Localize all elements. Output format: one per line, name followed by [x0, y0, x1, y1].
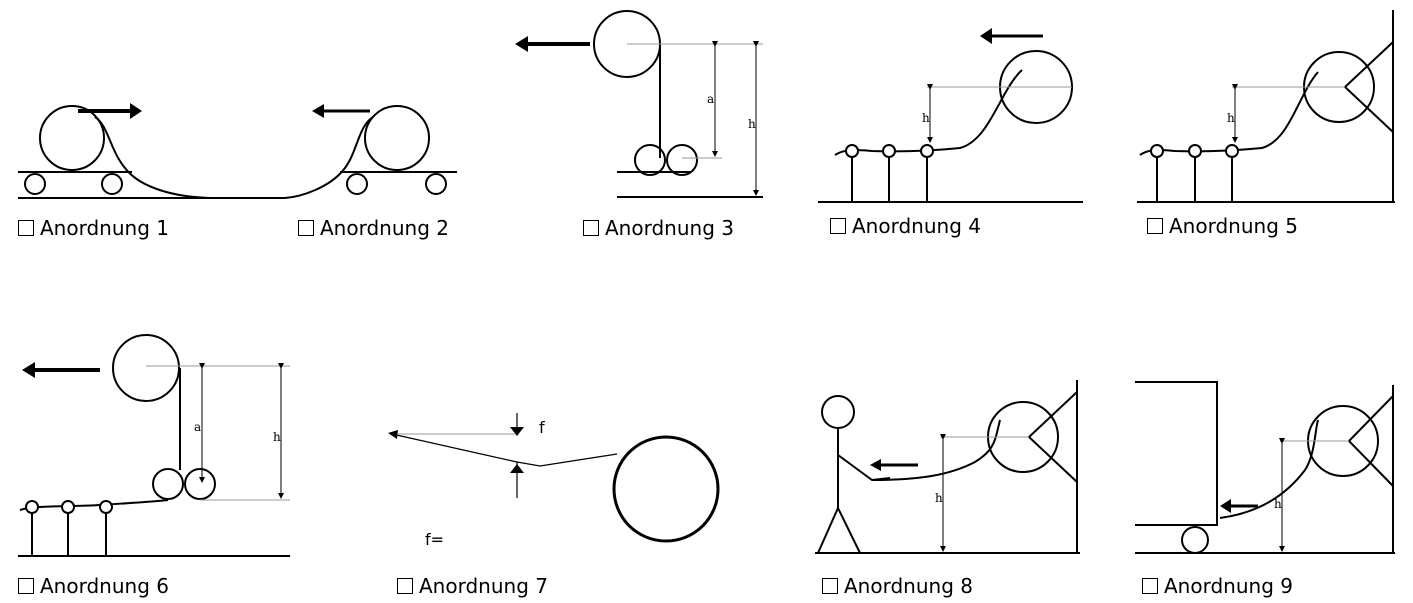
dimension-label-h: h [748, 117, 756, 131]
option-label: Anordnung 9 [1164, 574, 1293, 598]
figure-anordnung-2 [284, 104, 457, 199]
option-anordnung-1[interactable]: Anordnung 1 [18, 215, 169, 241]
option-label: Anordnung 1 [40, 216, 169, 240]
option-label: Anordnung 6 [40, 574, 169, 598]
option-anordnung-5[interactable]: Anordnung 5 [1147, 213, 1298, 239]
figure-anordnung-5 [1137, 10, 1395, 203]
figure-anordnung-9 [1135, 381, 1395, 554]
dimension-label-a: a [194, 420, 201, 434]
option-label: Anordnung 4 [852, 214, 981, 238]
option-anordnung-6[interactable]: Anordnung 6 [18, 573, 169, 599]
checkbox[interactable] [1147, 218, 1163, 234]
option-label: Anordnung 2 [320, 216, 449, 240]
option-label: Anordnung 3 [605, 216, 734, 240]
option-anordnung-8[interactable]: Anordnung 8 [822, 573, 973, 599]
option-anordnung-9[interactable]: Anordnung 9 [1142, 573, 1293, 599]
f-answer-label: f= [425, 530, 444, 549]
checkbox[interactable] [583, 220, 599, 236]
figure-anordnung-4 [818, 28, 1083, 203]
checkbox[interactable] [822, 578, 838, 594]
figure-anordnung-7 [388, 413, 720, 543]
dimension-label-h: h [273, 430, 281, 444]
option-anordnung-4[interactable]: Anordnung 4 [830, 213, 981, 239]
dimension-label-h: h [935, 491, 943, 505]
figure-anordnung-8 [815, 380, 1080, 554]
checkbox[interactable] [397, 578, 413, 594]
option-anordnung-2[interactable]: Anordnung 2 [298, 215, 449, 241]
checkbox[interactable] [830, 218, 846, 234]
figure-anordnung-3 [515, 10, 763, 198]
option-anordnung-3[interactable]: Anordnung 3 [583, 215, 734, 241]
option-label: Anordnung 5 [1169, 214, 1298, 238]
checkbox[interactable] [18, 578, 34, 594]
dimension-label-h: h [922, 111, 930, 125]
option-anordnung-7[interactable]: Anordnung 7 [397, 573, 548, 599]
option-label: Anordnung 8 [844, 574, 973, 598]
dimension-label-h: h [1274, 497, 1282, 511]
checkbox[interactable] [18, 220, 34, 236]
figure-anordnung-6 [18, 334, 290, 557]
checkbox[interactable] [1142, 578, 1158, 594]
option-label: Anordnung 7 [419, 574, 548, 598]
dimension-label-h: h [1227, 111, 1235, 125]
figure-anordnung-1 [18, 103, 285, 199]
dimension-label-f: f [539, 418, 545, 437]
dimension-label-a: a [707, 92, 714, 106]
checkbox[interactable] [298, 220, 314, 236]
